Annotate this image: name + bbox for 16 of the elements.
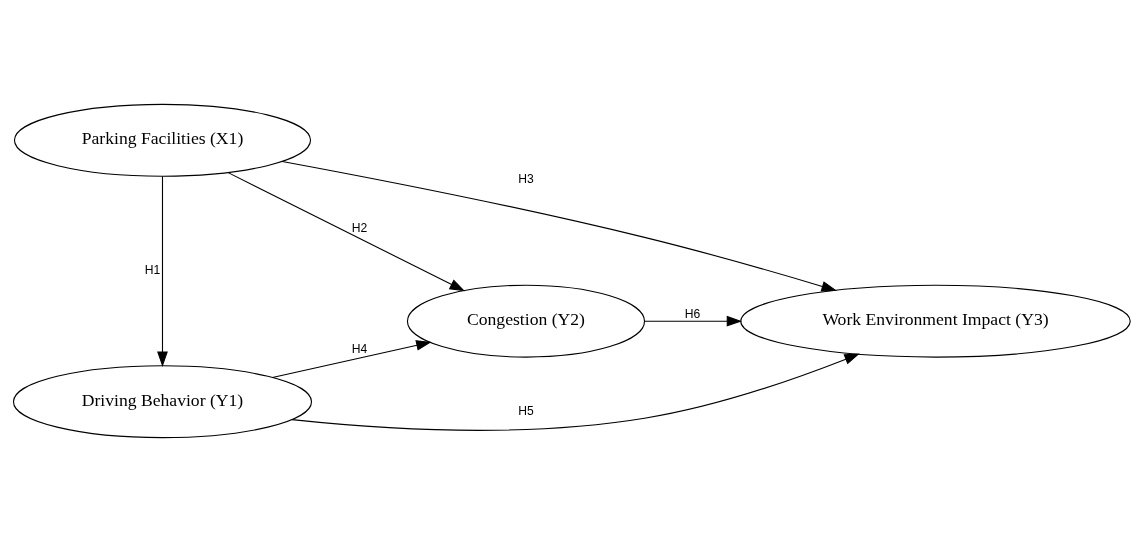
arrow bbox=[227, 172, 466, 292]
edge-label: H5 bbox=[518, 403, 534, 418]
edge-label: H1 bbox=[144, 263, 161, 278]
edge-label: H6 bbox=[684, 306, 701, 321]
node-ellipse: Work Environment Impact (Y3) bbox=[740, 284, 1131, 358]
edge-label: H3 bbox=[518, 172, 534, 187]
arrow bbox=[157, 175, 168, 368]
arrow bbox=[281, 160, 837, 292]
node-ellipse: Driving Behavior (Y1) bbox=[12, 365, 313, 439]
node-ellipse: Congestion (Y2) bbox=[406, 284, 646, 358]
arrow bbox=[644, 315, 743, 327]
node-ellipse: Parking Facilities (X1) bbox=[13, 103, 312, 177]
edge-label: H2 bbox=[351, 220, 368, 235]
arrow bbox=[291, 353, 860, 431]
arrow bbox=[271, 340, 432, 378]
edge-label: H4 bbox=[351, 341, 368, 356]
